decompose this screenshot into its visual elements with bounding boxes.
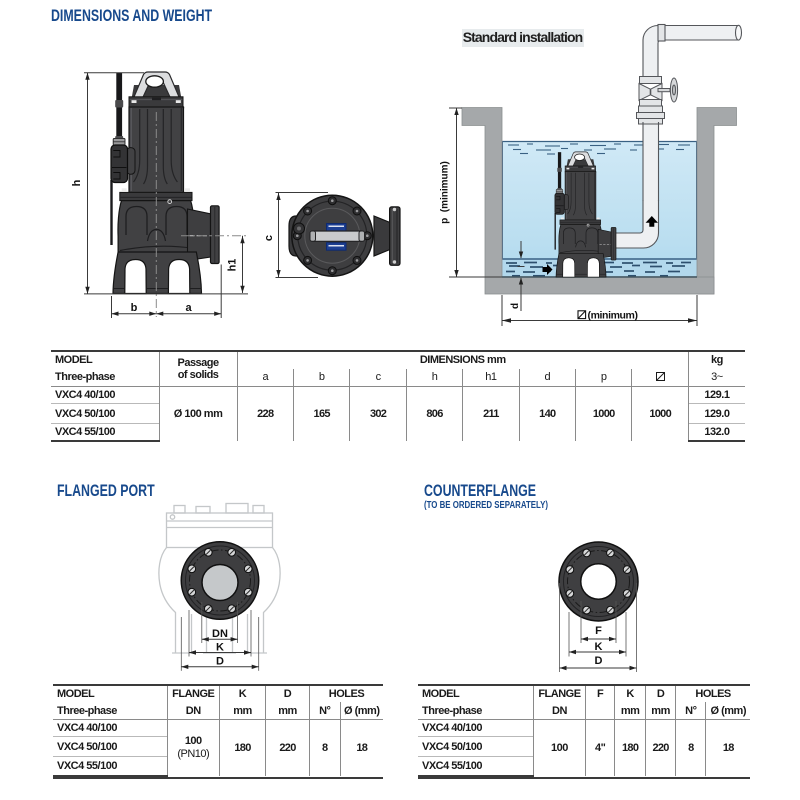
svg-text:c: c (263, 235, 275, 241)
svg-text:DN: DN (212, 628, 228, 640)
svg-text:K: K (216, 642, 224, 654)
svg-text:b: b (131, 302, 138, 314)
svg-text:d: d (510, 303, 521, 309)
svg-text:h: h (71, 179, 83, 186)
svg-text:D: D (595, 655, 603, 667)
svg-text:a: a (185, 302, 192, 314)
svg-text:p (minimum): p (minimum) (440, 161, 451, 224)
svg-text:K: K (595, 641, 603, 653)
svg-text:h1: h1 (227, 259, 239, 272)
svg-text:(minimum): (minimum) (588, 310, 638, 322)
svg-text:F: F (595, 625, 602, 637)
svg-text:D: D (216, 656, 224, 668)
